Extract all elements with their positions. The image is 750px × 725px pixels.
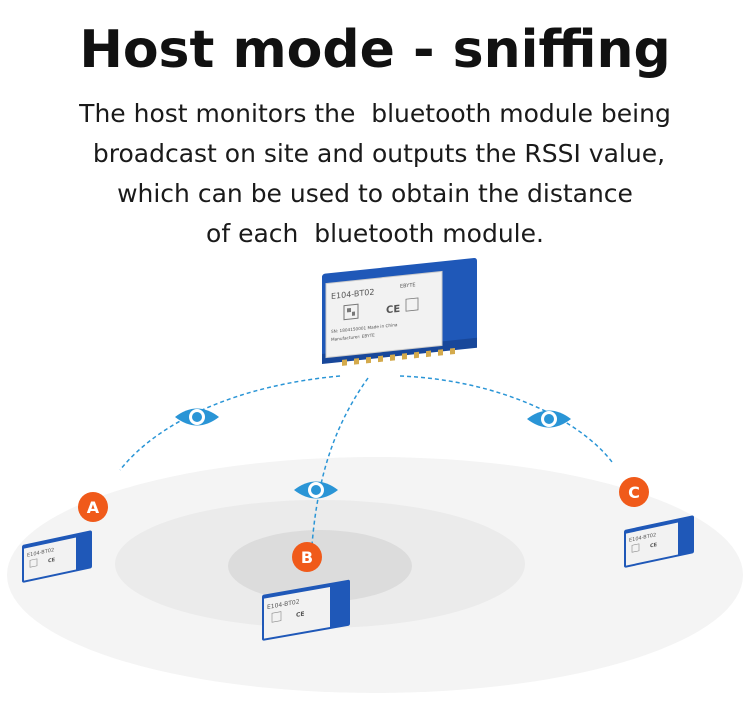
svg-text:CE: CE (296, 611, 304, 619)
host-module-manufacturer: Manufacturer: EBYTE (331, 332, 375, 342)
description: The host monitors the bluetooth module b… (0, 94, 750, 254)
eye-icon (294, 481, 338, 499)
qr-code-icon (343, 303, 359, 321)
eye-icon (175, 408, 219, 426)
eye-icon (527, 410, 571, 428)
node-label-b: B (301, 548, 313, 567)
description-line: The host monitors the bluetooth module b… (79, 99, 671, 128)
svg-text:CE: CE (650, 542, 658, 550)
node-module-a: E104-BT02 CE (22, 530, 92, 583)
host-module-brand: EBYTE (400, 282, 416, 290)
link-to-a (119, 375, 341, 471)
node-label-a: A (87, 498, 100, 517)
svg-text:CE: CE (386, 304, 400, 316)
node-module-c: E104-BT02 CE (624, 515, 694, 568)
description-line: broadcast on site and outputs the RSSI v… (84, 139, 666, 168)
node-module-model: E104-BT02 (629, 532, 656, 544)
node-module-b: E104-BT02 CE (262, 579, 350, 641)
description-line: which can be used to obtain the distance (117, 179, 633, 208)
svg-text:CE: CE (48, 557, 56, 565)
node-badge-b: B (292, 542, 322, 572)
link-to-c (399, 375, 613, 463)
ce-mark-icon: CE (386, 297, 419, 316)
node-label-c: C (628, 483, 640, 502)
node-module-model: E104-BT02 (27, 547, 54, 559)
page-title: Host mode - sniffing (79, 20, 671, 80)
link-to-b (311, 377, 369, 546)
node-badge-a: A (78, 492, 108, 522)
description-line: of each bluetooth module. (206, 219, 544, 248)
host-module: E104-BT02 EBYTE CE SN: 1804150001 Made i… (322, 258, 477, 366)
floor-inner-ring (228, 530, 412, 602)
node-badge-c: C (619, 477, 649, 507)
